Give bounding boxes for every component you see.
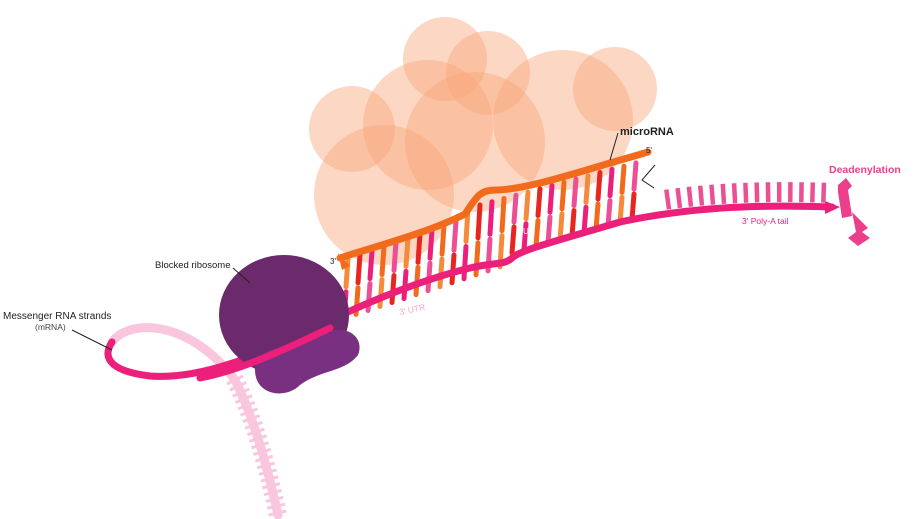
poly-a-tick — [720, 183, 727, 205]
pale-strand-tick — [268, 509, 287, 517]
base-pair-top — [559, 179, 567, 212]
pale-strand-tick — [253, 448, 272, 456]
base-pair-top — [523, 189, 531, 222]
poly-a-tick — [709, 184, 716, 205]
base-pair-top — [439, 223, 447, 257]
base-pair-bottom — [533, 217, 541, 249]
pale-strand-tick — [265, 495, 284, 503]
poly-a-tick — [686, 186, 694, 207]
base-pair-top — [355, 252, 363, 286]
base-pair-bottom — [605, 198, 613, 229]
microrna-label: microRNA — [620, 126, 674, 138]
pale-strand-tick — [232, 387, 250, 398]
base-pair-bottom — [629, 191, 637, 222]
base-pair-bottom — [509, 224, 517, 256]
base-pair-top — [583, 173, 591, 205]
base-pair-top — [427, 227, 435, 261]
deadenylation-label: Deadenylation — [829, 164, 901, 176]
pale-strand-tick — [234, 394, 253, 404]
base-pair-bottom — [593, 201, 601, 232]
base-pair-top — [403, 235, 411, 269]
base-pair-top — [607, 166, 615, 199]
base-pair-bottom — [521, 221, 529, 253]
pale-strand-tick — [239, 407, 258, 417]
base-pair-top — [631, 160, 639, 192]
pale-strand-tick — [263, 489, 282, 497]
poly-a-tick — [664, 189, 672, 210]
poly-a-tick — [675, 187, 683, 209]
base-pair-bottom — [569, 208, 577, 239]
ribosome — [219, 255, 360, 394]
base-pair-bottom — [461, 243, 469, 282]
deadenylation-fragments — [838, 178, 870, 246]
five-prime-label: 5' — [646, 146, 652, 155]
pale-strand-tick — [258, 468, 277, 476]
base-pair-top — [511, 192, 519, 225]
base-pair-top — [535, 186, 543, 218]
microrna-strand — [336, 148, 652, 270]
pale-strand-tick — [242, 414, 261, 424]
pale-strand-tick — [226, 374, 244, 386]
base-u-label: U — [523, 227, 529, 236]
mrna-strand-pale — [107, 323, 287, 519]
poly-a-tick — [731, 183, 738, 204]
mrna-title-label: Messenger RNA strands — [3, 311, 111, 322]
base-pair-top — [475, 202, 483, 241]
base-pair-top — [619, 163, 627, 195]
mrna-over-ribosome — [196, 324, 334, 382]
base-pair-top — [367, 248, 375, 282]
mrna-strand — [104, 182, 840, 380]
pale-strand-tick — [237, 400, 256, 411]
base-pair-top — [547, 183, 555, 215]
pale-strand-tick — [260, 475, 279, 483]
poly-a-tick — [743, 182, 749, 203]
pale-strand-tick — [256, 461, 276, 470]
pale-strand-tick — [251, 441, 270, 450]
pale-strand-tick — [249, 434, 268, 443]
base-pair-top — [487, 199, 495, 237]
poly-a-tick — [754, 182, 760, 203]
blocked-ribosome-label: Blocked ribosome — [155, 260, 231, 271]
pale-strand-tick — [244, 420, 263, 430]
pale-strand-tick — [229, 381, 247, 392]
poly-a-tick — [821, 182, 827, 203]
base-pair-top — [499, 195, 507, 234]
utr-label: 3' UTR — [398, 302, 426, 317]
base-pair-bottom — [545, 214, 553, 246]
base-pair-bottom — [557, 211, 565, 242]
base-pair-bottom — [581, 204, 589, 236]
base-pair-top — [451, 218, 459, 253]
base-a-label: A — [646, 198, 652, 207]
pale-strand-tick — [246, 427, 265, 437]
pale-strand-tick — [266, 502, 286, 510]
base-pair-top — [391, 239, 399, 273]
poly-a-tail-label: 3' Poly-A tail — [742, 216, 789, 226]
base-pair-top — [415, 231, 423, 265]
pale-strand-tick — [262, 482, 281, 490]
base-pair-top — [379, 244, 387, 278]
poly-a-tick — [697, 185, 705, 206]
base-pair-top — [595, 170, 603, 202]
pale-strand-tick — [254, 454, 274, 463]
base-pair-bottom — [377, 277, 385, 309]
mrna-sub-label: (mRNA) — [35, 322, 66, 332]
three-prime-label: 3' — [330, 257, 336, 266]
base-pair-top — [571, 176, 579, 209]
leader-lines — [71, 132, 656, 351]
